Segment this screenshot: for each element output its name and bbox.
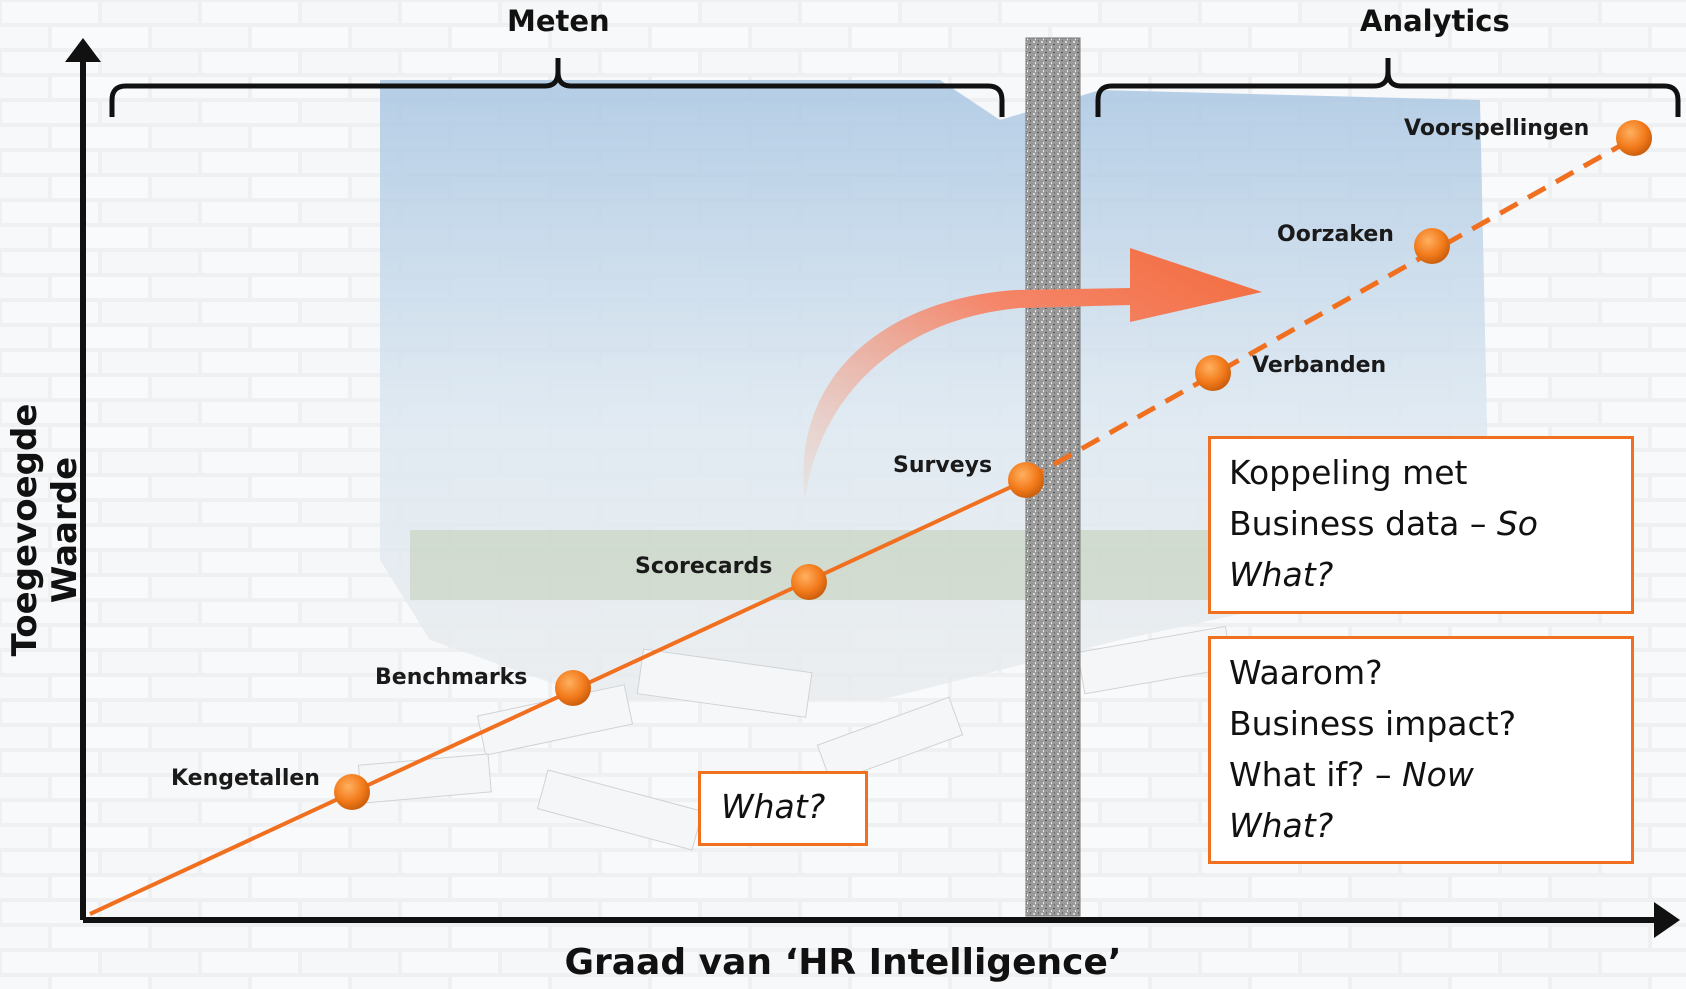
note-now-what-line1: Waarom?	[1229, 653, 1383, 692]
point-scorecards	[791, 564, 827, 600]
point-oorzaken	[1414, 228, 1450, 264]
label-verbanden: Verbanden	[1252, 353, 1387, 378]
point-kengetallen	[334, 774, 370, 810]
rubble	[357, 625, 1234, 851]
note-what: What?	[698, 771, 868, 846]
brace-analytics	[1095, 58, 1681, 117]
note-what-text: What?	[721, 787, 826, 826]
note-now-what-line3-italic: Now	[1401, 755, 1474, 794]
note-now-what: Waarom? Business impact? What if? – Now …	[1208, 636, 1634, 864]
note-so-what-line1: Koppeling met	[1229, 453, 1468, 492]
label-voorspellingen: Voorspellingen	[1404, 116, 1590, 141]
note-so-what: Koppeling met Business data – So What?	[1208, 436, 1634, 614]
note-now-what-line4: What?	[1229, 806, 1334, 845]
heading-analytics: Analytics	[1360, 4, 1510, 38]
note-now-what-line2: Business impact?	[1229, 704, 1517, 743]
note-so-what-line3: What?	[1229, 555, 1334, 594]
trend-line-dashed	[1024, 135, 1636, 483]
label-surveys: Surveys	[893, 453, 993, 478]
x-axis-label: Graad van ‘HR Intelligence’	[564, 942, 1122, 983]
transition-arrow	[803, 248, 1262, 500]
label-benchmarks: Benchmarks	[375, 665, 528, 690]
point-voorspellingen	[1616, 120, 1652, 156]
note-now-what-line3: What if? – Now	[1229, 749, 1613, 800]
note-so-what-line2-text: Business data –	[1229, 504, 1497, 543]
y-axis-arrowhead	[65, 38, 101, 62]
label-oorzaken: Oorzaken	[1277, 222, 1394, 247]
point-benchmarks	[555, 670, 591, 706]
point-surveys	[1008, 462, 1044, 498]
x-axis-arrowhead	[1654, 902, 1680, 938]
y-axis-label: Toegevoegde Waarde	[5, 403, 85, 657]
point-verbanden	[1195, 355, 1231, 391]
brace-meten	[109, 58, 1005, 117]
label-scorecards: Scorecards	[635, 554, 773, 579]
label-kengetallen: Kengetallen	[171, 766, 320, 791]
note-now-what-line3-text: What if? –	[1229, 755, 1402, 794]
heading-meten: Meten	[507, 4, 610, 38]
note-so-what-line2: Business data – So	[1229, 498, 1613, 549]
note-so-what-line2-italic: So	[1496, 504, 1538, 543]
